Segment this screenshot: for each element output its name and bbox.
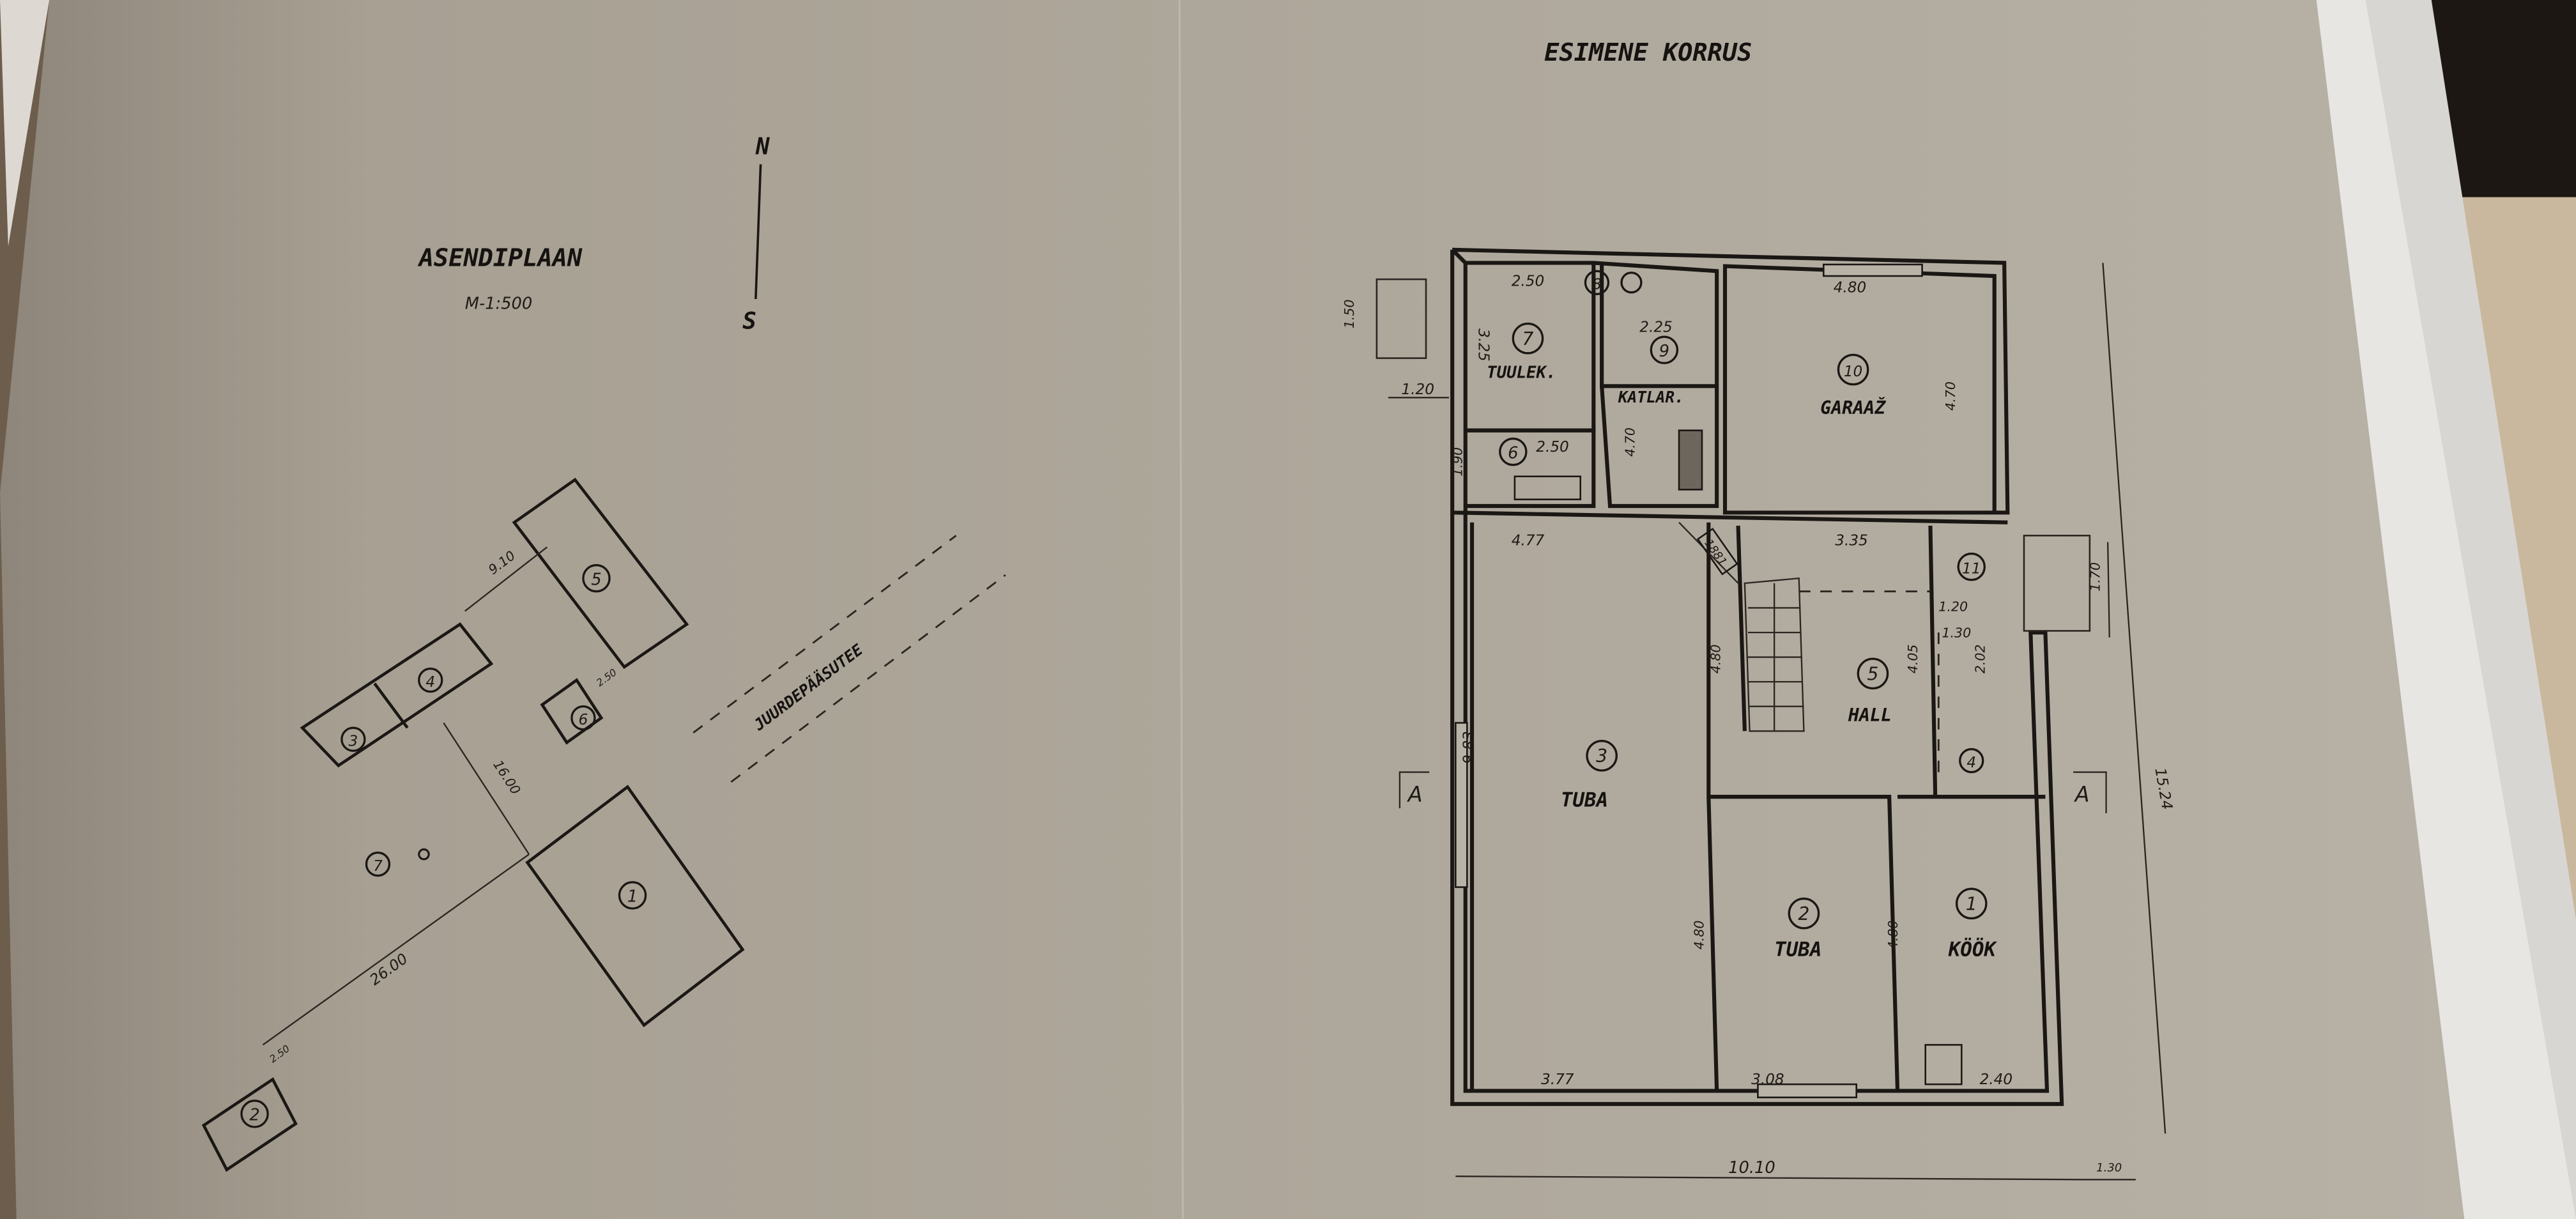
- dim-hall-sub: 4.05: [1905, 644, 1920, 673]
- dim-hall-w: 3.35: [1835, 533, 1868, 549]
- window-garage: [1823, 263, 1923, 277]
- paper-sheet: [0, 0, 2465, 1219]
- porch-north: [1376, 278, 1427, 359]
- dim-porch-h: 1.50: [1342, 299, 1357, 328]
- building-markers: 1 2 3 4 5 6 7: [240, 564, 647, 1128]
- dim-katlar-w: 2.25: [1639, 319, 1673, 335]
- dim-tuba3-top: 4.77: [1512, 533, 1545, 549]
- window-west: [1455, 722, 1468, 888]
- fold-line: [1178, 0, 1184, 1219]
- site-plan-title: ASENDIPLAAN: [417, 244, 583, 273]
- dim-line-16: [443, 722, 530, 855]
- porch-east: [2023, 535, 2091, 632]
- dim-garage-w: 4.80: [1834, 280, 1867, 296]
- dim-kook-w: 2.40: [1980, 1071, 2013, 1088]
- room-10-name: GARAAŽ: [1820, 397, 1886, 418]
- section-mark-west: A: [1407, 782, 1423, 807]
- room-labels: 1 KÖÖK 2 TUBA 3 TUBA 4 5 HALL 6 7 TUULEK…: [1487, 270, 1998, 962]
- road-edge-2: [730, 574, 1006, 783]
- dim-entry-w: 1.20: [1938, 599, 1968, 615]
- stove-icon: [1924, 1044, 1963, 1085]
- room-3-number: 3: [1596, 746, 1607, 767]
- dim-tuba2-h: 4.80: [1692, 920, 1707, 949]
- bathtub: [1514, 475, 1582, 501]
- room-10-number: 10: [1844, 364, 1862, 380]
- dim-entry-h: 2.02: [1972, 644, 1988, 673]
- room-5-name: HALL: [1848, 705, 1892, 726]
- room-7-number: 7: [1522, 328, 1533, 349]
- south-label: S: [742, 308, 756, 334]
- room-3-name: TUBA: [1561, 789, 1608, 812]
- site-plan-scale: M-1:500: [465, 294, 533, 313]
- dim-tuulek-h: 3.25: [1475, 328, 1491, 362]
- room-6-number: 6: [1508, 443, 1518, 463]
- dim-bath-h: 1.90: [1450, 447, 1466, 477]
- chimney-diagonal: [1678, 521, 1739, 584]
- dim-ext-w: 1.30: [2096, 1161, 2122, 1174]
- room-4-number: 4: [1966, 755, 1976, 771]
- dim-steps: 1.70: [2087, 562, 2103, 592]
- building-4-number: 4: [425, 674, 435, 691]
- dimensions: 2.50 3.25 1.20 1.50 2.25 4.70 4.80 4.70 …: [1342, 263, 2175, 1181]
- section-mark-east: A: [2074, 782, 2090, 807]
- section-marks: A A: [1399, 771, 2107, 813]
- building-6-number: 6: [578, 712, 588, 728]
- dim-katlar-h: 4.70: [1623, 427, 1638, 457]
- well-number: 7: [373, 858, 383, 875]
- window-south: [1757, 1083, 1858, 1099]
- room-9-number: 9: [1659, 342, 1669, 361]
- dim-tuba2-w: 3.08: [1751, 1071, 1784, 1088]
- room-7-name: TUULEK.: [1487, 363, 1556, 382]
- boiler: [1678, 429, 1703, 491]
- building-5-number: 5: [591, 570, 601, 589]
- dim-kook-h: 4.80: [1885, 920, 1901, 949]
- dim-porch-w: 1.20: [1401, 381, 1434, 398]
- building-3-4: [300, 622, 494, 768]
- floor-plan-title: ESIMENE KORRUS: [1544, 38, 1752, 67]
- room-1-name: KÖÖK: [1948, 938, 1998, 962]
- dim-tuulek-w: 2.50: [1512, 273, 1545, 289]
- building-3-4-divider: [373, 682, 409, 729]
- room-1-number: 1: [1966, 894, 1977, 915]
- dim-hall-h: 4.80: [1708, 644, 1723, 673]
- north-arrow: N S: [742, 134, 770, 335]
- well-icon: [418, 848, 430, 861]
- walls: [1376, 247, 2091, 1107]
- dim-line-9-10: [464, 546, 548, 612]
- page-edge-lower: [2365, 0, 2576, 1219]
- building-3-number: 3: [348, 733, 358, 749]
- room-9-name: KATLAR.: [1618, 388, 1684, 406]
- paper-edge-left: [0, 0, 50, 247]
- north-label: N: [755, 134, 770, 160]
- dim-total-w: 10.10: [1728, 1158, 1775, 1177]
- building-6: [540, 678, 604, 745]
- room-5-number: 5: [1867, 664, 1878, 685]
- building-2-number: 2: [249, 1106, 259, 1125]
- staircase: [1744, 577, 1805, 732]
- building-1: [525, 785, 745, 1027]
- toilet-icon: [1620, 272, 1643, 294]
- dim-entry2-w: 1.30: [1942, 625, 1971, 641]
- room-11-number: 11: [1962, 560, 1981, 577]
- building-2: [201, 1077, 298, 1172]
- north-line: [755, 164, 762, 300]
- dim-bath-w: 2.50: [1536, 439, 1569, 456]
- floor-plan: ESIMENE KORRUS: [1342, 38, 2175, 1181]
- dim-garage-h: 4.70: [1943, 381, 1958, 411]
- building-5: [512, 477, 689, 670]
- room-2-number: 2: [1798, 903, 1809, 924]
- dim-tuba3-h: 9.83: [1461, 731, 1478, 763]
- dim-tuba3-bottom: 3.77: [1541, 1071, 1574, 1088]
- building-1-number: 1: [627, 887, 638, 907]
- dim-line-26: [262, 854, 530, 1046]
- room-8-number: 8: [1592, 277, 1602, 293]
- room-2-name: TUBA: [1774, 939, 1821, 962]
